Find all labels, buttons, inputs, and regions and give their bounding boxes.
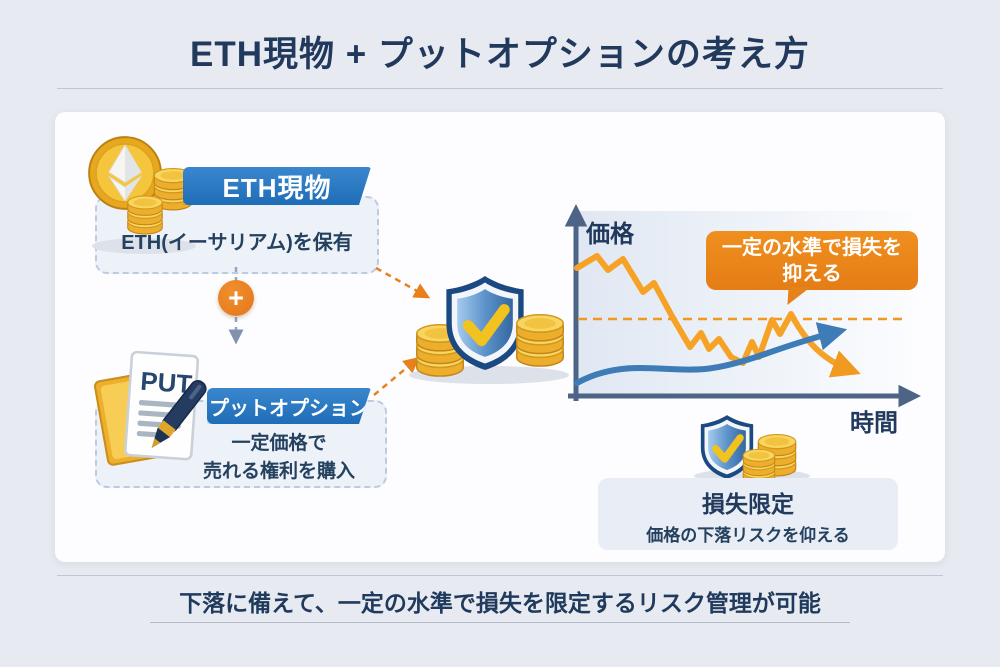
eth-to-shield-arrow (375, 266, 431, 299)
loss-limit-callout: 一定の水準で損失を 抑える (706, 231, 918, 290)
result-description: 価格の下落リスクを仰える (646, 526, 850, 545)
title-divider (57, 88, 943, 89)
plus-sign-label: + (228, 282, 244, 313)
callout-line1: 一定の水準で損失を (722, 236, 902, 259)
hedge-shield-icon (409, 272, 569, 384)
put-description-line1: 一定価格で (231, 433, 327, 454)
footer-summary: 下落に備えて、一定の水準で損失を限定するリスク管理が可能 (179, 590, 821, 616)
plus-icon: + (218, 280, 254, 316)
pen-icon (151, 380, 207, 448)
x-axis-label: 時間 (850, 410, 898, 437)
footer-top-divider (57, 575, 943, 576)
callout-line2: 抑える (782, 262, 842, 285)
price-line (574, 253, 861, 378)
put-to-shield-arrow (373, 356, 420, 396)
eth-banner-label: ETH現物 (222, 172, 332, 203)
y-axis-label: 価格 (586, 221, 634, 248)
put-description: 一定価格で 売れる権利を購入 (173, 430, 385, 485)
eth-description: ETH(イーサリアム)を保有 (121, 232, 353, 254)
put-banner: プットオプション (207, 388, 371, 424)
result-shield-icon (694, 412, 810, 484)
put-document-icon: PUT (93, 350, 207, 466)
result-title: 損失限定 (702, 491, 794, 517)
eth-banner: ETH現物 (183, 167, 371, 205)
connector-arrows-layer (228, 266, 431, 396)
put-description-line2: 売れる権利を購入 (202, 460, 355, 482)
coin-stack-icon (516, 313, 564, 367)
page-title: ETH現物 + プットオプションの考え方 (190, 35, 810, 74)
hedged-line (574, 322, 848, 386)
result-box: 損失限定 価格の下落リスクを仰える (598, 478, 898, 550)
eth-coins-icon (88, 136, 196, 254)
put-banner-label: プットオプション (209, 397, 369, 420)
footer-underline (150, 622, 850, 623)
main-diagram-card: ETH現物 ETH(イーサリアム)を保有 + (55, 112, 945, 562)
